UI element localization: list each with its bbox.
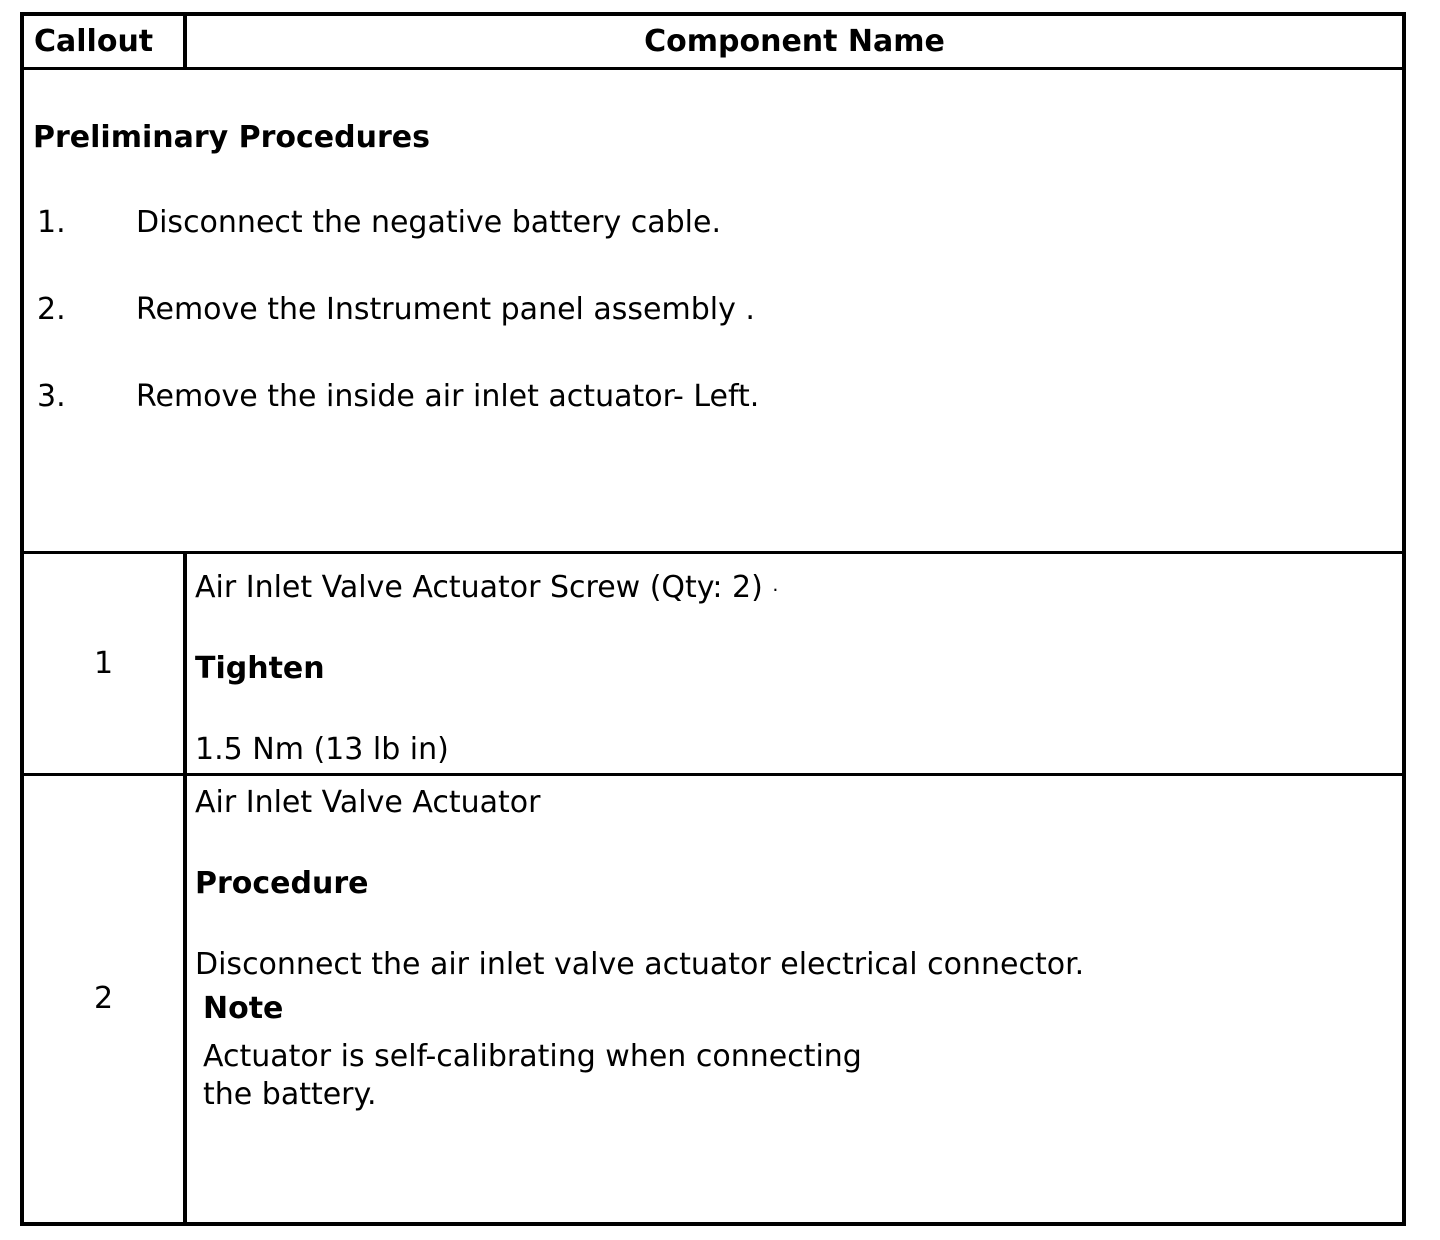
component-description-text: Air Inlet Valve Actuator Screw (Qty: 2) bbox=[195, 570, 763, 605]
step-text: Remove the Instrument panel assembly . bbox=[136, 292, 755, 327]
step-number: 2. bbox=[37, 292, 66, 327]
torque-spec: 1.5 Nm (13 lb in) bbox=[195, 732, 449, 767]
preliminary-step: 3. Remove the inside air inlet actuator-… bbox=[33, 378, 1382, 416]
component-cell: Air Inlet Valve Actuator Screw (Qty: 2) … bbox=[187, 554, 1402, 773]
component-cell: Air Inlet Valve Actuator Procedure Disco… bbox=[187, 776, 1402, 1222]
component-table: Callout Component Name Preliminary Proce… bbox=[20, 12, 1406, 1226]
component-description-period: . bbox=[772, 574, 779, 596]
note-text: Actuator is self-calibrating when connec… bbox=[195, 1038, 1378, 1114]
step-number: 1. bbox=[37, 205, 66, 240]
step-number: 3. bbox=[37, 379, 66, 414]
table-row: 1 Air Inlet Valve Actuator Screw (Qty: 2… bbox=[24, 554, 1402, 776]
preliminary-step: 2. Remove the Instrument panel assembly … bbox=[33, 291, 1382, 329]
table-row: 2 Air Inlet Valve Actuator Procedure Dis… bbox=[24, 776, 1402, 1222]
preliminary-procedures-section: Preliminary Procedures 1. Disconnect the… bbox=[24, 70, 1402, 554]
callout-number: 1 bbox=[24, 554, 187, 773]
note-text-line1: Actuator is self-calibrating when connec… bbox=[203, 1039, 862, 1074]
preliminary-step: 1. Disconnect the negative battery cable… bbox=[33, 204, 1382, 242]
note-text-line2: the battery. bbox=[203, 1077, 377, 1112]
table-header-row: Callout Component Name bbox=[24, 16, 1402, 70]
callout-number: 2 bbox=[24, 776, 187, 1222]
preliminary-procedures-title: Preliminary Procedures bbox=[33, 120, 430, 155]
component-description: Air Inlet Valve Actuator Screw (Qty: 2) … bbox=[195, 566, 1378, 607]
procedure-text: Disconnect the air inlet valve actuator … bbox=[195, 947, 1085, 982]
component-name-column-header: Component Name bbox=[644, 23, 945, 59]
callout-column-header: Callout bbox=[24, 16, 187, 67]
step-text: Remove the inside air inlet actuator- Le… bbox=[136, 379, 760, 414]
component-description: Air Inlet Valve Actuator bbox=[195, 785, 541, 820]
step-text: Disconnect the negative battery cable. bbox=[136, 205, 721, 240]
note-label: Note bbox=[203, 991, 284, 1026]
procedure-label: Procedure bbox=[195, 866, 369, 901]
tighten-label: Tighten bbox=[195, 651, 325, 686]
